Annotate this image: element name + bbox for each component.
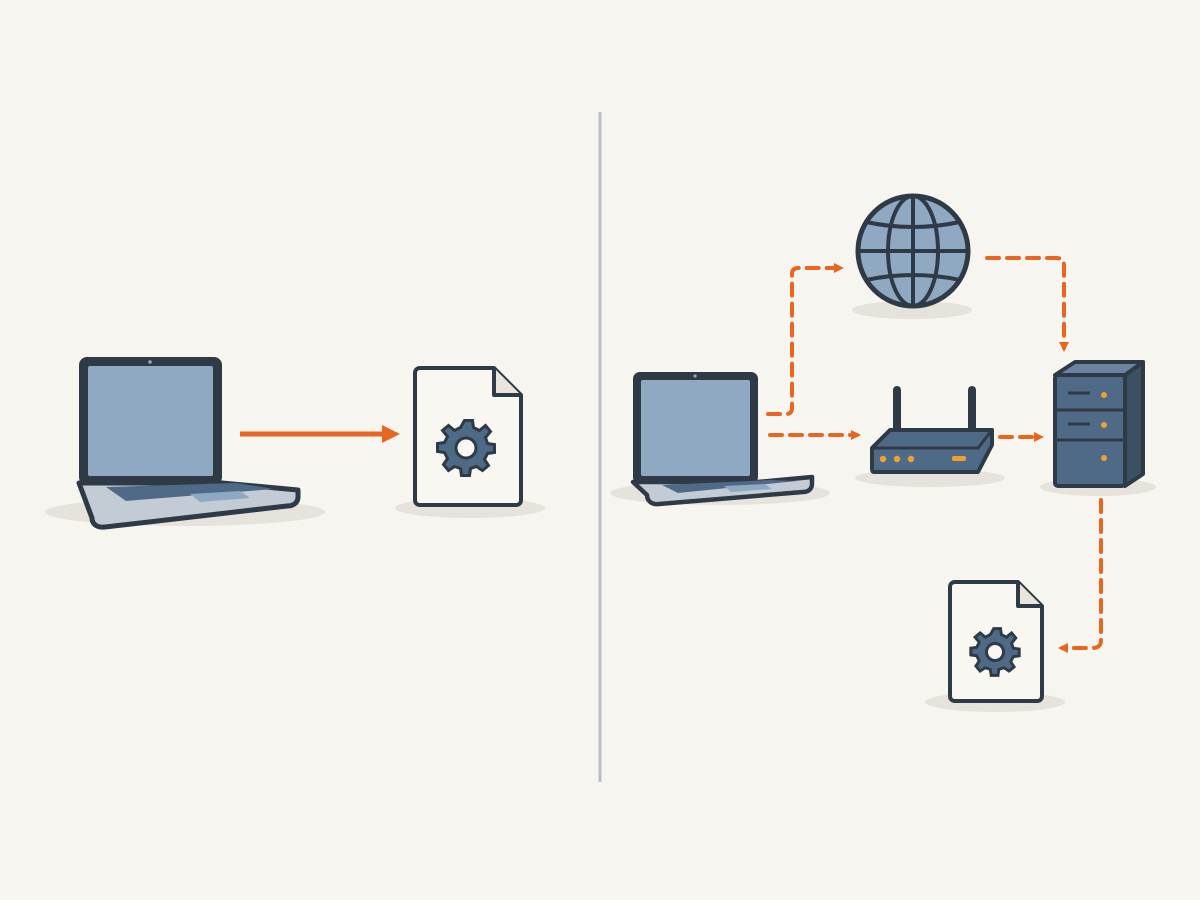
arrow-server-to-document <box>1058 498 1103 653</box>
arrow-globe-to-server <box>985 256 1069 352</box>
settings-document-icon <box>395 366 545 518</box>
globe-icon <box>852 193 972 319</box>
laptop-icon <box>610 372 830 507</box>
router-icon <box>855 386 1005 487</box>
gear-icon <box>969 627 1021 677</box>
arrow-laptop-to-globe <box>766 263 844 416</box>
laptop-icon <box>45 357 325 530</box>
panel-local <box>45 357 545 530</box>
server-icon <box>1040 360 1156 496</box>
gear-icon <box>436 419 496 477</box>
panel-network <box>610 193 1156 712</box>
settings-document-icon <box>925 580 1065 712</box>
